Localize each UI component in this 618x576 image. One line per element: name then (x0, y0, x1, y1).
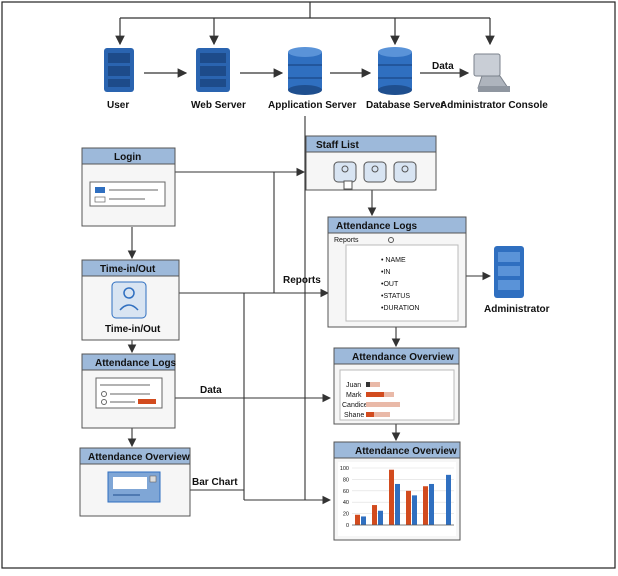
right-attendance-overview-panel[interactable]: Attendance Overview Juan Mark Candice Sh… (333, 347, 460, 425)
name-label: Juan (346, 382, 361, 389)
user-label: User (107, 100, 129, 111)
staff-user-icon (333, 161, 357, 190)
staff-user-icon (393, 161, 417, 183)
chart-bar (429, 483, 434, 525)
field-item: •DURATION (381, 305, 420, 312)
chart-bar (355, 514, 360, 525)
y-tick-label: 100 (340, 466, 349, 472)
right-attendance-overview-title: Attendance Overview (352, 352, 454, 363)
chart-bar (378, 510, 383, 525)
web-server-label: Web Server (191, 100, 246, 111)
y-tick-label: 20 (343, 512, 349, 518)
trunk-connectors (127, 116, 492, 505)
timeinout-panel[interactable]: Time-in/Out Time-in/Out (81, 259, 180, 341)
chart-bar (389, 469, 394, 525)
reports-small-label: Reports (334, 237, 359, 244)
y-tick-label: 80 (343, 477, 349, 483)
y-tick-label: 0 (346, 523, 349, 529)
left-attendance-overview-panel[interactable]: Attendance Overview (79, 447, 191, 517)
application-server-label: Application Server (268, 100, 356, 111)
bar-chart-plot: 100 80 60 40 20 0 (340, 466, 454, 529)
reports-edge-label: Reports (283, 275, 321, 286)
staff-list-title: Staff List (316, 140, 359, 151)
chart-bar (412, 495, 417, 525)
chart-bar (395, 483, 400, 525)
bar-chart-title: Attendance Overview (355, 446, 457, 457)
field-item: •IN (381, 269, 390, 276)
left-attendance-logs-title: Attendance Logs (95, 358, 177, 369)
y-tick-label: 60 (343, 489, 349, 495)
admin-console-icon (473, 53, 510, 92)
user-server-icon (104, 48, 134, 92)
name-label: Mark (346, 392, 362, 399)
timeinout-title: Time-in/Out (100, 264, 156, 275)
bar-chart-panel[interactable]: Attendance Overview 100 80 60 40 20 0 (333, 441, 461, 541)
bar-chart-edge-label: Bar Chart (192, 477, 238, 488)
chart-bar (446, 474, 451, 525)
chart-bar (372, 505, 377, 525)
right-attendance-logs-title: Attendance Logs (336, 221, 418, 232)
staff-user-icon (363, 161, 387, 183)
left-attendance-overview-title: Attendance Overview (88, 452, 190, 463)
field-item: •STATUS (381, 293, 410, 300)
name-label: Candice (342, 402, 368, 409)
login-title: Login (114, 152, 141, 163)
reports-radio-icon (388, 237, 394, 243)
administrator-label: Administrator (484, 304, 550, 315)
chart-bar (361, 516, 366, 525)
right-attendance-logs-panel[interactable]: Attendance Logs Reports • NAME •IN •OUT … (327, 216, 467, 328)
staff-list-panel[interactable]: Staff List (305, 135, 437, 191)
field-item: •OUT (381, 281, 399, 288)
administrator-server-icon (494, 246, 524, 298)
data-edge-label-top: Data (432, 61, 454, 72)
name-label: Shane (344, 412, 364, 419)
application-database-icon (288, 47, 322, 95)
left-attendance-logs-panel[interactable]: Attendance Logs (81, 353, 177, 429)
database-server-icon (378, 47, 412, 95)
web-server-icon (196, 48, 230, 92)
data-edge-label: Data (200, 385, 222, 396)
chart-bar (423, 486, 428, 525)
chart-bar (406, 490, 411, 525)
timeinout-caption: Time-in/Out (105, 324, 161, 335)
database-server-label: Database Server (366, 100, 444, 111)
login-panel[interactable]: Login (81, 147, 176, 227)
top-connectors (115, 2, 495, 78)
y-tick-label: 40 (343, 500, 349, 506)
admin-console-label: Administrator Console (440, 100, 548, 111)
field-item: • NAME (381, 257, 406, 264)
